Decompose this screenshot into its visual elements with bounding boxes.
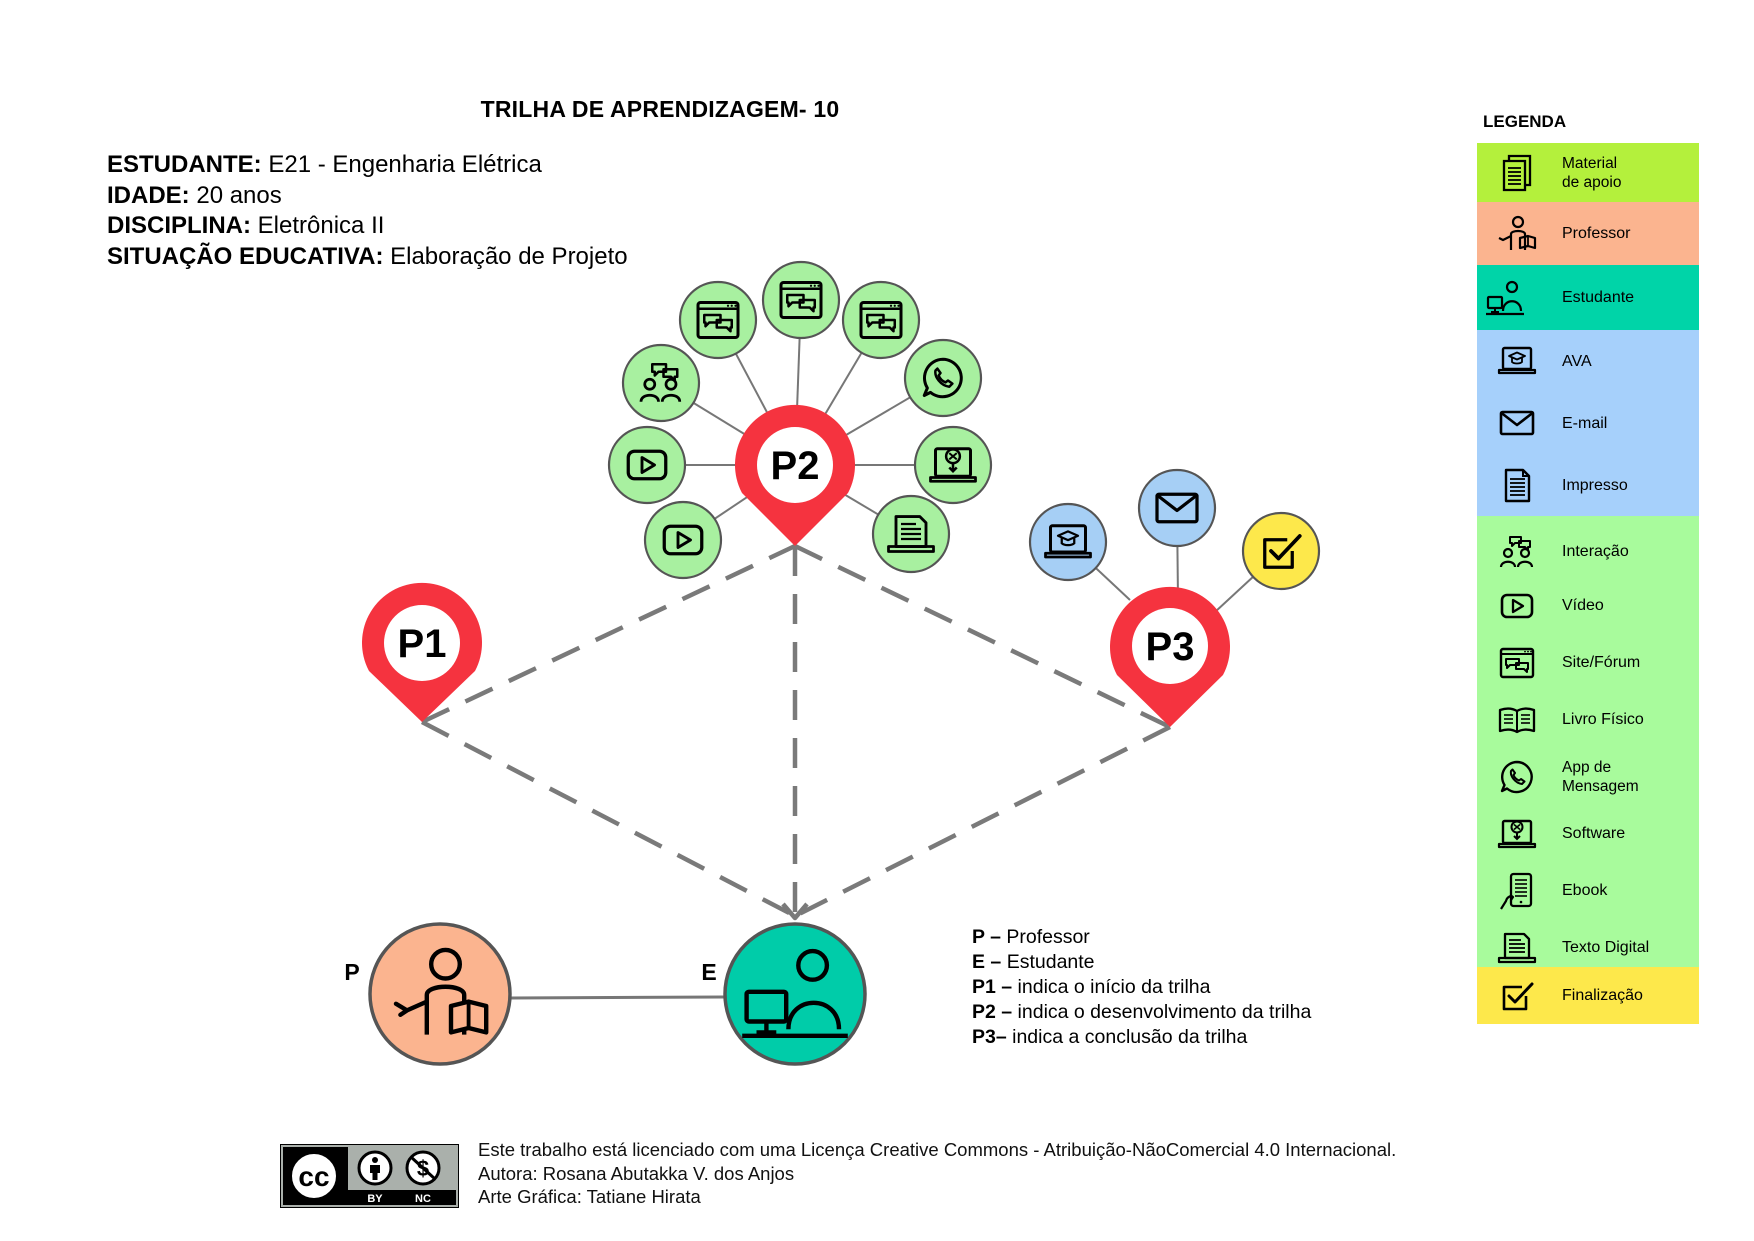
- notes: P – Professor E – Estudante P1 – indica …: [972, 925, 1311, 1050]
- email-icon: [1497, 403, 1537, 443]
- trail-arrow-head: [781, 902, 809, 921]
- estudante-icon: [1485, 278, 1525, 318]
- pin-p1-label: P1: [398, 622, 447, 666]
- student-letter: E: [701, 959, 716, 985]
- info-row-student: ESTUDANTE: E21 - Engenharia Elétrica: [107, 151, 542, 178]
- info-row-situation: SITUAÇÃO EDUCATIVA: Elaboração de Projet…: [107, 242, 628, 270]
- material-apoio-icon: [1497, 153, 1537, 193]
- p2-resource-video-1: [607, 425, 687, 505]
- pin-p3: P3: [1110, 586, 1230, 727]
- legend-item-interacao: Interação: [1477, 526, 1699, 577]
- software-icon: [1497, 814, 1537, 854]
- note-p1: P1 – indica o início da trilha: [972, 976, 1211, 998]
- legend-group-resources: Interação Vídeo Site/Fórum Livro Físico …: [1477, 516, 1699, 967]
- p2-resource-video-2: [643, 500, 723, 580]
- trail-dashes: [420, 543, 1172, 919]
- legend-item-material: Material de apoio: [1477, 143, 1699, 202]
- p2-resource-whatsapp: [903, 338, 983, 418]
- legend: Material de apoio Professor Estudante AV…: [1477, 143, 1699, 1024]
- legend-item-ava: AVA: [1477, 333, 1699, 389]
- p3-resource-email: [1137, 468, 1217, 548]
- p2-resource-forum-1: [678, 280, 758, 360]
- by-icon: [357, 1150, 393, 1186]
- legend-group-digital: AVA E-mail Impresso: [1477, 330, 1699, 516]
- info-row-age: IDADE: 20 anos: [107, 181, 282, 209]
- pin-p2: P2: [735, 404, 856, 546]
- p2-resource-texto-digital: [871, 494, 951, 574]
- finalizacao-icon: [1497, 976, 1537, 1016]
- whatsapp-icon: [1497, 757, 1537, 797]
- professor-icon: [1497, 214, 1537, 254]
- legend-item-ebook: Ebook: [1477, 862, 1699, 919]
- professor-student-link: [510, 995, 725, 1000]
- legend-item-texto-digital: Texto Digital: [1477, 919, 1699, 976]
- nc-icon: $: [405, 1150, 441, 1186]
- legend-item-impresso: Impresso: [1477, 457, 1699, 513]
- cc-text: cc: [298, 1161, 329, 1192]
- student-node: E: [701, 922, 867, 1066]
- ebook-icon: [1497, 871, 1537, 911]
- professor-node: P: [344, 922, 512, 1066]
- legend-item-email: E-mail: [1477, 395, 1699, 451]
- info-row-discipline: DISCIPLINA: Eletrônica II: [107, 212, 385, 239]
- legend-title: LEGENDA: [1483, 112, 1567, 131]
- cc-license-badge: cc $ BY NC: [280, 1144, 459, 1208]
- video-icon: [1497, 586, 1537, 626]
- interaction-icon: [1497, 532, 1537, 572]
- art-credit-text: Arte Gráfica: Tatiane Hirata: [478, 1186, 701, 1207]
- p2-resource-forum-3: [841, 280, 921, 360]
- legend-item-app-mensagem: App de Mensagem: [1477, 748, 1699, 805]
- legend-item-estudante: Estudante: [1477, 265, 1699, 330]
- by-text: BY: [367, 1193, 383, 1205]
- legend-item-livro: Livro Físico: [1477, 691, 1699, 748]
- impresso-icon: [1497, 465, 1537, 505]
- ava-icon: [1497, 341, 1537, 381]
- pin-p1: P1: [362, 582, 482, 722]
- p3-resource-finalizacao: [1241, 511, 1321, 591]
- pin-p2-label: P2: [771, 444, 820, 488]
- texto-digital-icon: [1497, 928, 1537, 968]
- legend-item-video: Vídeo: [1477, 577, 1699, 634]
- p2-resource-software: [913, 425, 993, 505]
- p3-resource-ava: [1028, 502, 1108, 582]
- p2-resource-interaction: [621, 343, 701, 423]
- footer-text: Este trabalho está licenciado com uma Li…: [478, 1138, 1396, 1209]
- p2-resource-forum-2: [761, 260, 841, 340]
- legend-item-software: Software: [1477, 805, 1699, 862]
- site-forum-icon: [1497, 643, 1537, 683]
- livro-fisico-icon: [1497, 700, 1537, 740]
- pin-p3-label: P3: [1146, 625, 1195, 669]
- license-text: Este trabalho está licenciado com uma Li…: [478, 1139, 1397, 1160]
- professor-letter: P: [344, 959, 359, 985]
- author-text: Autora: Rosana Abutakka V. dos Anjos: [478, 1162, 795, 1184]
- note-p2: P2 – indica o desenvolvimento da trilha: [972, 1001, 1312, 1023]
- note-professor: P – Professor: [972, 926, 1090, 948]
- legend-item-finalizacao: Finalização: [1477, 967, 1699, 1024]
- legend-item-professor: Professor: [1477, 202, 1699, 265]
- note-p3: P3– indica a conclusão da trilha: [972, 1026, 1248, 1048]
- nc-text: NC: [415, 1193, 431, 1205]
- note-student: E – Estudante: [972, 951, 1095, 973]
- legend-item-site-forum: Site/Fórum: [1477, 634, 1699, 691]
- student-info: ESTUDANTE: E21 - Engenharia Elétrica IDA…: [107, 150, 628, 272]
- page-title: TRILHA DE APRENDIZAGEM- 10: [480, 96, 840, 122]
